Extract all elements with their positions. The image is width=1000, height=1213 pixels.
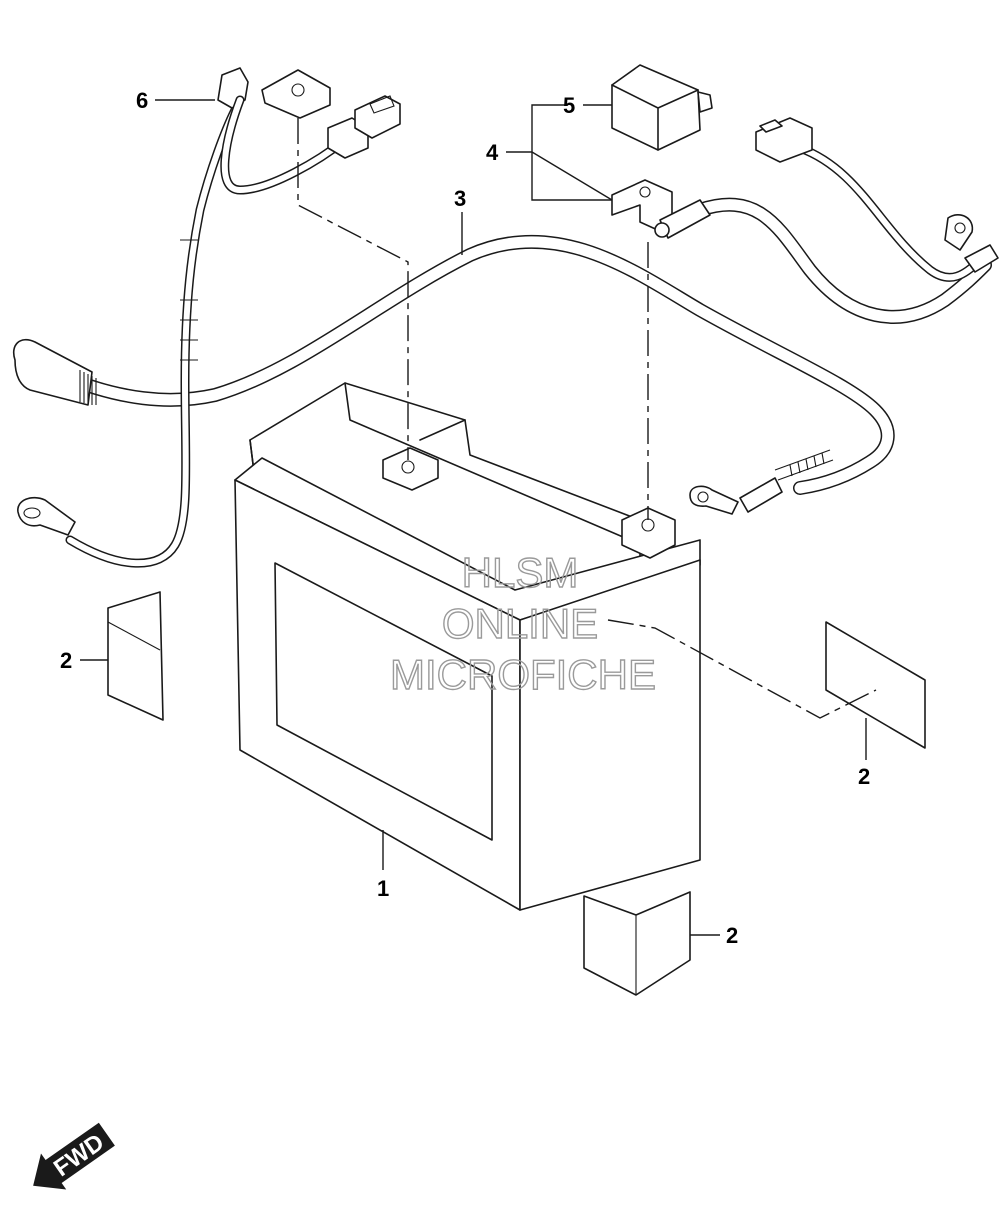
positive-cable (611, 179, 992, 324)
callout-6: 6 (136, 88, 148, 113)
pad-left (107, 591, 164, 721)
pad-bottom (583, 891, 691, 996)
callout-4: 4 (486, 140, 499, 165)
leaders (80, 99, 867, 936)
assembly-lines (297, 118, 877, 719)
starter-harness (17, 67, 401, 568)
negative-cable (13, 234, 895, 515)
callout-2-left: 2 (60, 648, 72, 673)
callout-2-right: 2 (858, 764, 870, 789)
battery (234, 382, 701, 911)
callout-1: 1 (377, 876, 389, 901)
watermark: HLSM ONLINE MICROFICHE (389, 548, 656, 698)
callout-3: 3 (454, 186, 466, 211)
callout-5: 5 (563, 93, 575, 118)
forward-arrow-icon: FWD (33, 1122, 115, 1190)
watermark-line1: HLSM (462, 549, 579, 596)
watermark-line3: MICROFICHE (390, 651, 656, 698)
watermark-line2: ONLINE (442, 600, 598, 647)
positive-sub-harness (755, 117, 999, 282)
terminal-cover (611, 64, 713, 151)
pad-right (825, 621, 926, 749)
callout-2-bottom: 2 (726, 923, 738, 948)
